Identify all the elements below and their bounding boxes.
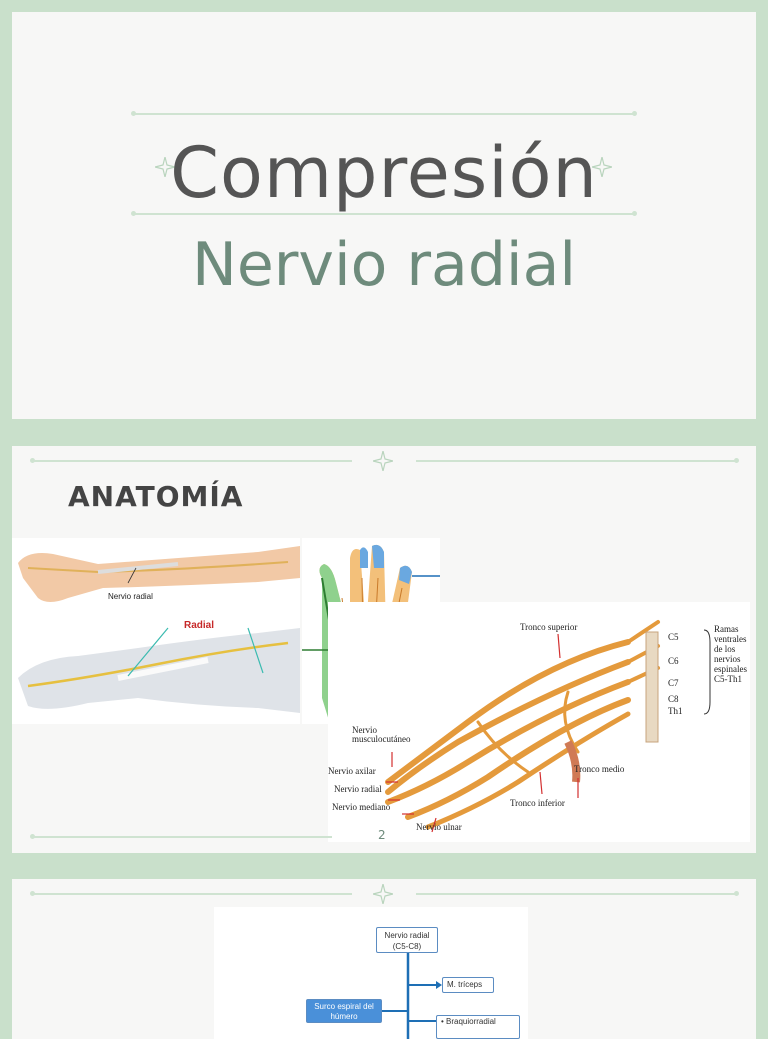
nervio-radial-label: Nervio radial [108, 592, 153, 601]
sparkle-icon [592, 157, 612, 177]
nervio-musculocutaneo-label: Nervio musculocutáneo [352, 725, 411, 744]
sparkle-icon [373, 884, 393, 904]
radial-label: Radial [184, 620, 215, 631]
divider-dot [734, 891, 739, 896]
top-divider [134, 113, 634, 115]
brachial-plexus-illustration: Tronco superior Nervio musculocutáneo Ne… [328, 602, 750, 842]
top-divider [32, 460, 352, 462]
divider-dot [734, 458, 739, 463]
c8-label: C8 [668, 694, 679, 704]
radial-nerve-flowchart: Nervio radial (C5-C8) M. tríceps Surco e… [214, 907, 528, 1039]
braquiorradial-box: • Braquiorradial [436, 1015, 520, 1039]
arm-illustration-graphic [18, 546, 300, 713]
c7-label: C7 [668, 678, 679, 688]
c5-label: C5 [668, 632, 679, 642]
divider-dot [30, 834, 35, 839]
page-number: 2 [378, 828, 386, 842]
divider-dot [131, 111, 136, 116]
flowchart-slide: Nervio radial (C5-C8) M. tríceps Surco e… [12, 879, 756, 1039]
slide-subtitle: Nervio radial [191, 230, 577, 300]
c6-label: C6 [668, 656, 679, 666]
divider-dot [632, 211, 637, 216]
bottom-divider [32, 836, 332, 838]
tronco-inferior-label: Tronco inferior [510, 798, 565, 808]
triceps-box: M. tríceps [442, 977, 494, 993]
nervio-radial-label: Nervio radial [334, 784, 382, 794]
top-divider [416, 460, 738, 462]
divider-dot [131, 211, 136, 216]
tronco-medio-label: Tronco medio [574, 764, 625, 774]
top-divider [416, 893, 738, 895]
tronco-superior-label: Tronco superior [520, 622, 578, 632]
sparkle-icon [373, 451, 393, 471]
sparkle-icon [155, 157, 175, 177]
slide-title: Compresión [170, 132, 598, 214]
arm-nerve-illustration: Nervio radial Radial [12, 538, 300, 724]
nervio-ulnar-label: Nervio ulnar [416, 822, 462, 832]
ramas-ventrales-label: Ramas ventrales de los nervios espinales… [714, 624, 747, 684]
divider-dot [30, 891, 35, 896]
th1-label: Th1 [668, 706, 683, 716]
divider-dot [632, 111, 637, 116]
title-slide: Compresión Nervio radial [12, 12, 756, 419]
plexus-graphic [385, 620, 711, 833]
bottom-divider [134, 213, 634, 215]
surco-espiral-box: Surco espiral del húmero [306, 999, 382, 1023]
anatomy-slide: ANATOMÍA Nervio radial Radial [12, 446, 756, 853]
nervio-radial-box: Nervio radial (C5-C8) [376, 927, 438, 953]
top-divider [32, 893, 352, 895]
nervio-axilar-label: Nervio axilar [328, 766, 376, 776]
nervio-mediano-label: Nervio mediano [332, 802, 391, 812]
divider-dot [30, 458, 35, 463]
section-heading: ANATOMÍA [68, 480, 244, 513]
